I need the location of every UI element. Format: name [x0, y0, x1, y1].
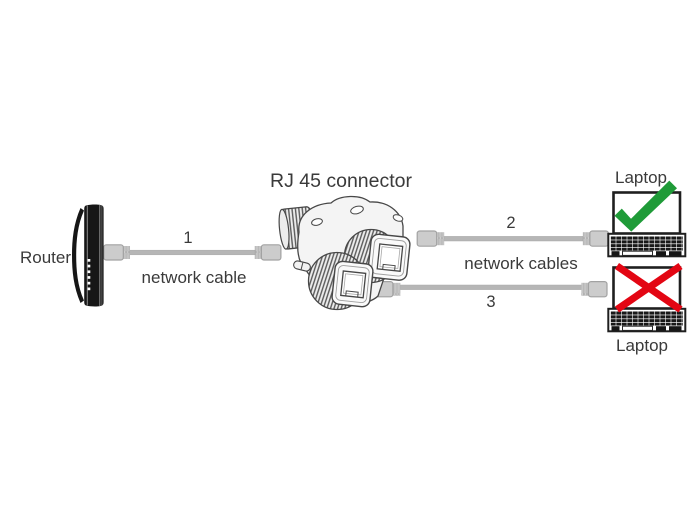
splitter-detail [392, 214, 404, 222]
cable3-number: 3 [486, 293, 496, 311]
router-side [72, 208, 84, 303]
laptop-icon [607, 191, 687, 258]
cable-line [127, 249, 258, 256]
laptop-key [669, 326, 682, 331]
rj45-plug-icon [416, 230, 438, 247]
cable-strain-relief [582, 232, 590, 246]
laptop-key [669, 251, 682, 256]
network-cable-2 [416, 230, 610, 247]
rj45-y-splitter-icon [278, 195, 411, 311]
cable-strain-relief [437, 232, 445, 246]
rj45-plug-icon [260, 244, 282, 261]
router-icon [72, 204, 104, 307]
laptop-ok-label: Laptop [615, 168, 667, 187]
splitter-detail [311, 218, 323, 226]
diagram-title: RJ 45 connector [270, 170, 412, 192]
laptop-key [611, 326, 620, 331]
cable2-number: 2 [506, 214, 516, 232]
splitter-latch [293, 260, 311, 272]
laptop-blocked-label: Laptop [616, 336, 668, 355]
cables-caption: network cables [464, 254, 578, 273]
splitter-jack-lower [331, 260, 374, 308]
laptop-spacebar [622, 325, 653, 331]
cable1-caption: network cable [141, 268, 247, 287]
cable-strain-relief [122, 246, 130, 259]
laptop-icon [607, 266, 687, 333]
checkmark-icon [614, 180, 677, 232]
laptop-key [611, 251, 620, 256]
router-label: Router [20, 248, 72, 267]
cross-icon [614, 263, 683, 313]
cable-strain-relief [393, 282, 401, 296]
cable1-number: 1 [183, 229, 193, 247]
laptop-key [656, 326, 666, 331]
router-leds [87, 259, 91, 291]
rj45-plug-icon [589, 230, 610, 247]
network-cable-1 [103, 244, 282, 261]
rj45-plug-icon [103, 244, 124, 261]
laptop-spacebar [622, 250, 653, 256]
cable-strain-relief [254, 246, 262, 259]
cable-strain-relief [581, 282, 589, 296]
cable-line [443, 236, 584, 242]
router-front [84, 204, 104, 307]
splitter-jack-upper [367, 233, 411, 281]
laptop-keys [610, 236, 683, 251]
splitter-detail [350, 205, 364, 215]
cable-line [400, 284, 582, 290]
rj45-plug-icon [587, 281, 608, 298]
laptop-key [656, 251, 666, 256]
laptop-keys [610, 311, 683, 326]
